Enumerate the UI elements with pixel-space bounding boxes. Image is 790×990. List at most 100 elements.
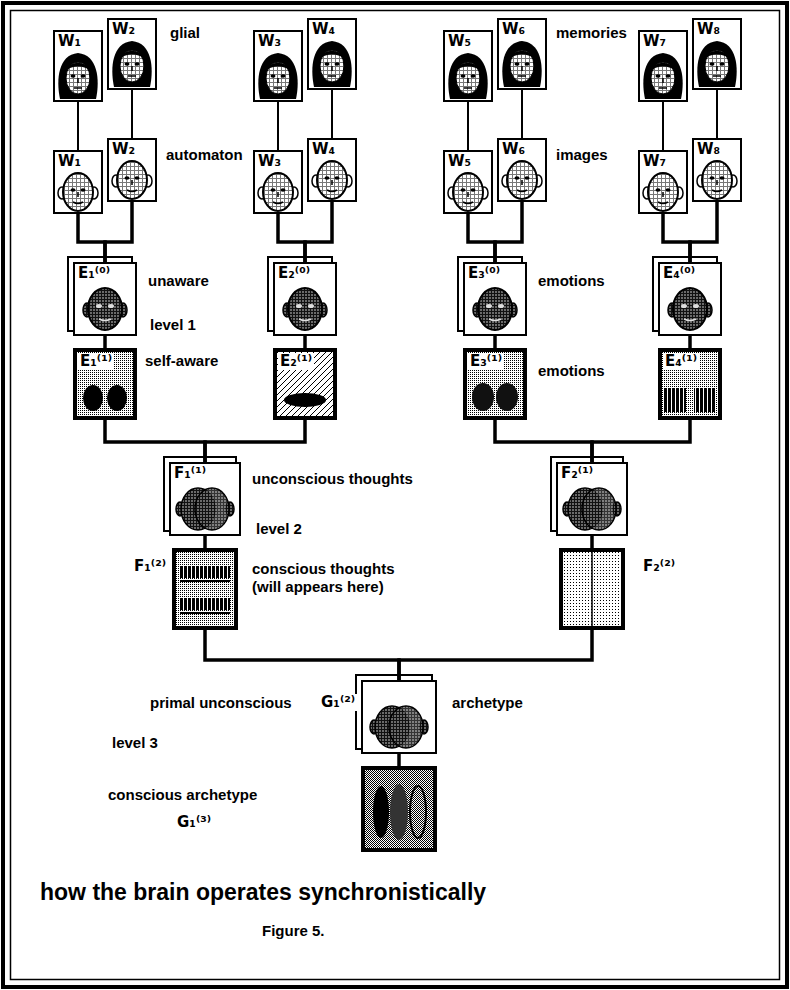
pattern-panel: F₂⁽²⁾ <box>559 548 625 630</box>
connector-line <box>105 420 205 462</box>
figure-caption: Figure 5. <box>262 922 325 940</box>
annotation: memories <box>556 24 627 42</box>
node-label: W₄ <box>310 21 337 38</box>
connector-line <box>103 336 107 348</box>
connector-line <box>131 90 133 138</box>
head-box: W₄ <box>307 138 357 202</box>
annotation: level 3 <box>112 734 158 752</box>
connector-line <box>205 420 305 462</box>
node-label: W₆ <box>500 21 527 38</box>
annotation: emotions <box>538 362 605 380</box>
annotation: self-aware <box>145 352 218 370</box>
node-label: F₂⁽¹⁾ <box>559 465 595 482</box>
connector-line <box>467 102 469 150</box>
head-box: W₆ <box>497 138 547 202</box>
connector-line <box>277 102 279 150</box>
node-label: F₁⁽²⁾ <box>132 558 168 575</box>
connector-line <box>690 202 717 262</box>
node-label: E₃⁽⁰⁾ <box>466 265 502 282</box>
node-label: W₇ <box>641 153 668 170</box>
head-box: W₅ <box>443 150 493 214</box>
node-label: E₂⁽¹⁾ <box>278 353 314 370</box>
connector-line <box>688 336 692 348</box>
face-box: W₄ <box>307 18 357 90</box>
connector-line <box>716 90 718 138</box>
node-label: E₄⁽⁰⁾ <box>661 265 697 282</box>
pattern-panel: E₄⁽¹⁾ <box>658 348 722 420</box>
connector-line <box>105 202 132 262</box>
node-label: W₅ <box>446 33 473 50</box>
connector-line <box>590 536 594 548</box>
face-box: W₇ <box>638 30 688 102</box>
annotation: conscious archetype <box>108 786 257 804</box>
node-label: W₅ <box>446 153 473 170</box>
pattern-panel: E₁⁽¹⁾ <box>73 348 137 420</box>
node-label: F₂⁽²⁾ <box>641 558 677 575</box>
connector-line <box>521 90 523 138</box>
thought-panel <box>172 548 625 630</box>
stacked-head <box>68 257 722 336</box>
connector-line <box>331 90 333 138</box>
archetype-panel <box>361 766 437 852</box>
node-label: E₂⁽⁰⁾ <box>276 265 312 282</box>
annotation: automaton <box>166 146 243 164</box>
annotation: primal unconscious <box>150 694 292 712</box>
archetype-heads <box>356 675 437 754</box>
face-box: W₁ <box>53 30 103 102</box>
connector-line <box>592 420 690 462</box>
node-label: W₁ <box>56 153 83 170</box>
connector-line <box>305 202 332 262</box>
annotation: level 1 <box>150 316 196 334</box>
pattern-panel: F₁⁽²⁾ <box>172 548 238 630</box>
node-label: W₈ <box>695 21 722 38</box>
head-box: E₄⁽⁰⁾ <box>658 262 722 336</box>
frame-border <box>3 3 787 987</box>
node-label: E₃⁽¹⁾ <box>468 353 504 370</box>
pattern-panel: E₃⁽¹⁾ <box>463 348 527 420</box>
head-box: W₃ <box>253 150 303 214</box>
head-box: F₁⁽¹⁾ <box>169 462 241 536</box>
annotation: archetype <box>452 694 523 712</box>
head-box: W₈ <box>692 138 742 202</box>
annotation: unaware <box>148 272 209 290</box>
annotation: emotions <box>538 272 605 290</box>
head-box: E₂⁽⁰⁾ <box>273 262 337 336</box>
node-label: F₁⁽¹⁾ <box>172 465 208 482</box>
stacked-heads <box>164 457 628 536</box>
face-box: W₈ <box>692 18 742 90</box>
node-label: W₈ <box>695 141 722 158</box>
annotation: conscious thoughts (will appears here) <box>252 560 427 596</box>
connector-line <box>495 202 522 262</box>
node-label: G₁⁽³⁾ <box>175 814 213 831</box>
node-label: E₄⁽¹⁾ <box>663 353 699 370</box>
node-label: E₁⁽⁰⁾ <box>76 265 112 282</box>
node-label: W₇ <box>641 33 668 50</box>
connector-line <box>278 214 305 262</box>
node-label: W₃ <box>256 33 283 50</box>
node-label: E₁⁽¹⁾ <box>78 353 114 370</box>
connector-line <box>399 630 592 680</box>
annotation: unconscious thoughts <box>252 470 413 488</box>
head-box: W₇ <box>638 150 688 214</box>
head-box: G₁⁽²⁾ <box>361 680 437 754</box>
node-label: W₂ <box>110 141 137 158</box>
face-box: W₆ <box>497 18 547 90</box>
node-label: W₄ <box>310 141 337 158</box>
pattern-panel: G₁⁽³⁾ <box>361 766 437 852</box>
connector-line <box>205 630 399 680</box>
node-label: W₃ <box>256 153 283 170</box>
connector-line <box>468 214 495 262</box>
node-label: W₆ <box>500 141 527 158</box>
node-label: G₁⁽²⁾ <box>319 694 357 711</box>
face-box: W₅ <box>443 30 493 102</box>
annotation: glial <box>170 24 200 42</box>
node-label: W₂ <box>110 21 137 38</box>
head-box: E₁⁽⁰⁾ <box>73 262 137 336</box>
head-box: W₂ <box>107 138 157 202</box>
head-box: W₁ <box>53 150 103 214</box>
connector-line <box>77 102 79 150</box>
bald-face <box>58 161 737 211</box>
connector-line <box>493 336 497 348</box>
connector-line <box>663 214 690 262</box>
